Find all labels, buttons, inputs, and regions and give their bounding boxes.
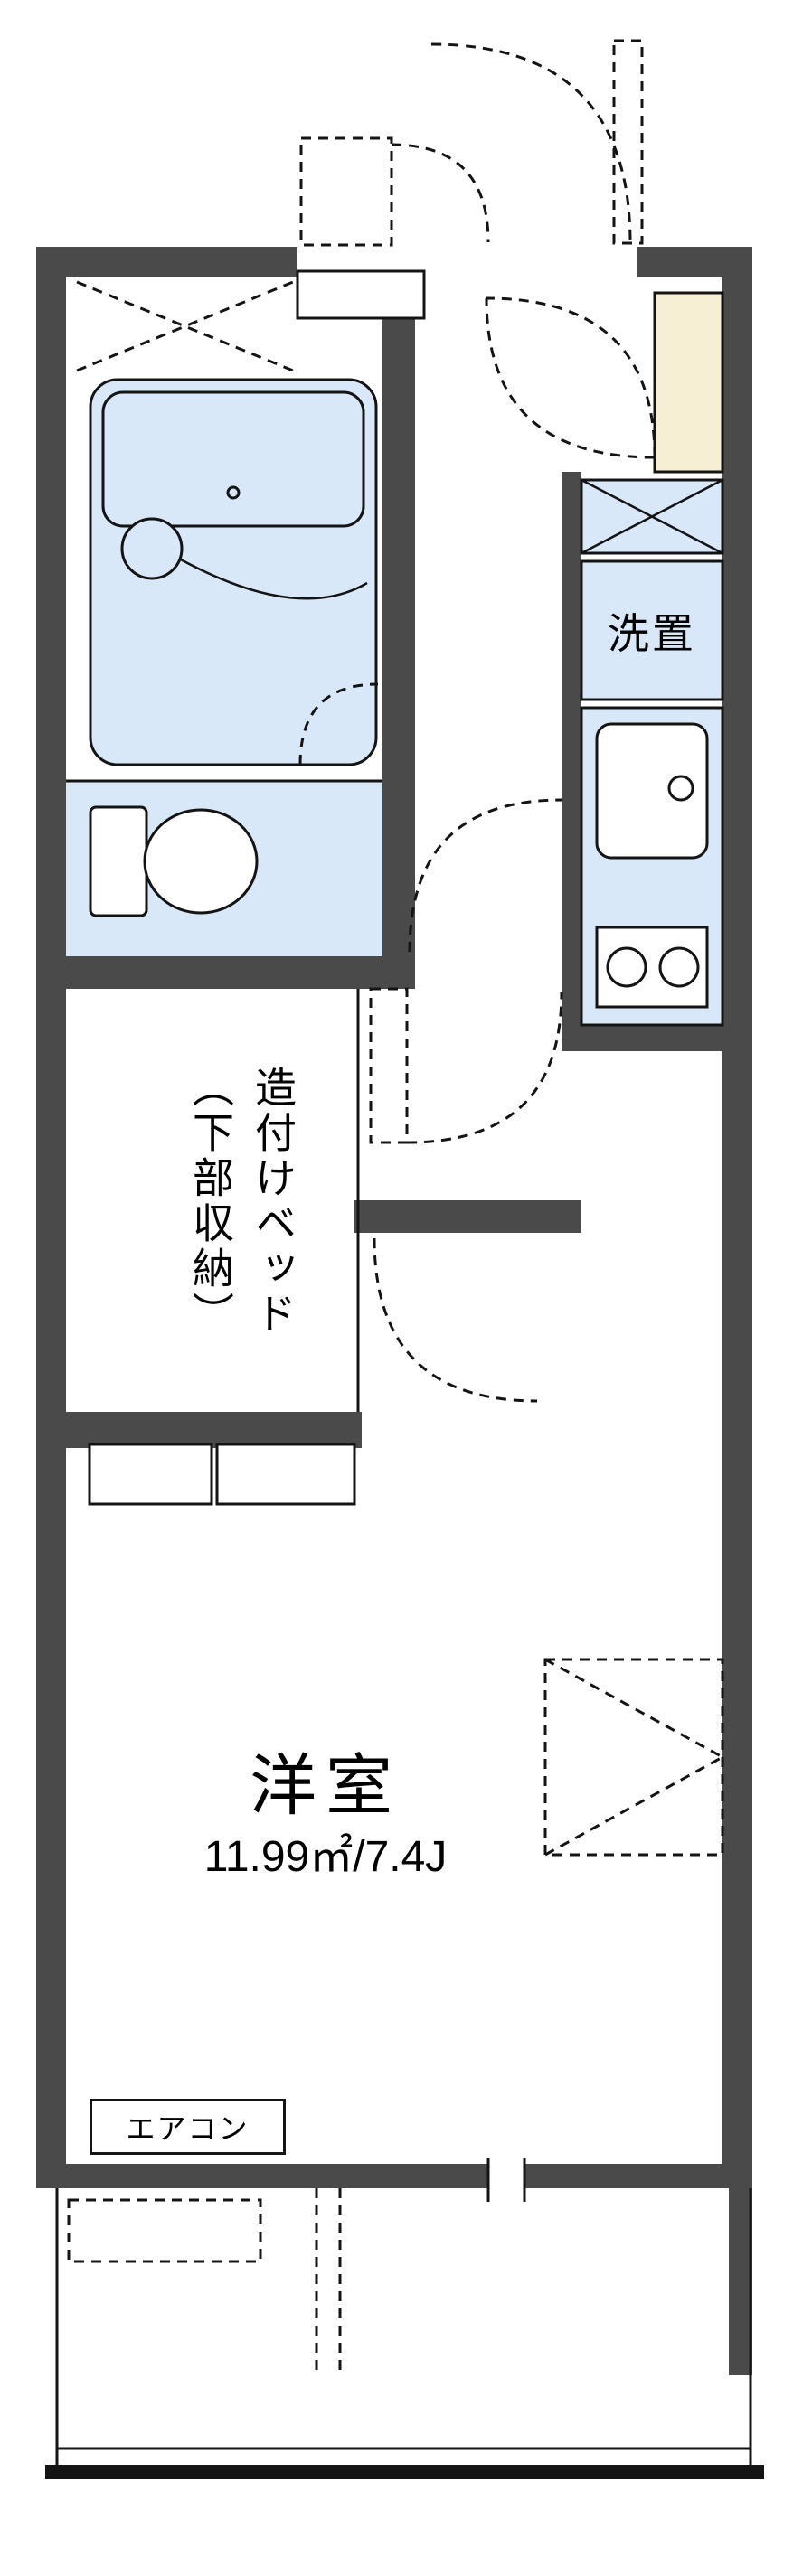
bed-room xyxy=(88,989,360,1506)
wall-top-left xyxy=(36,247,297,277)
built-in-bed-label: 造付けベッド （下部収納） xyxy=(127,998,304,1405)
corridor-doors xyxy=(369,798,563,1403)
window-hatch-diagonal xyxy=(544,1755,723,1857)
bathroom xyxy=(76,280,379,766)
bath-counter-curve xyxy=(178,557,368,600)
wash-stool-icon xyxy=(120,517,184,580)
washing-machine-space xyxy=(580,559,724,701)
bed-step-box xyxy=(88,1443,213,1506)
washer-space-label: 洗置 xyxy=(608,609,696,657)
balcony xyxy=(45,2188,764,2479)
shoe-cabinet xyxy=(653,291,724,474)
wall-kitchen-left xyxy=(562,472,581,1029)
entry-door-swing-arc xyxy=(486,296,656,458)
room-size-label: 11.99㎡/7.4J xyxy=(203,1833,448,1881)
wall-kitchen-bottom xyxy=(562,1025,752,1051)
room-name-label: 洋室 xyxy=(250,1748,401,1823)
entrance xyxy=(299,39,656,459)
wall-bed-bottom xyxy=(36,1412,362,1448)
wall-corridor-room xyxy=(354,1200,581,1233)
bath-door-swing-arc xyxy=(298,682,379,766)
walls xyxy=(36,247,752,2375)
window-hatch-dashed-box xyxy=(543,1658,724,1857)
wall-right xyxy=(722,247,752,2188)
toilet-tank-icon xyxy=(89,805,148,917)
aircon-label: エアコン xyxy=(90,2099,286,2155)
room-door-swing-arc xyxy=(373,1237,538,1403)
kitchen-sink-icon xyxy=(595,722,709,860)
wall-left xyxy=(36,247,66,2188)
entry-door-outside-arc xyxy=(430,42,632,244)
corridor-door-leaf xyxy=(369,987,409,1144)
wall-bottom-left xyxy=(36,2164,488,2188)
toilet-room xyxy=(66,779,382,956)
entry-door-swing-arc xyxy=(485,297,656,459)
balcony-dashed-box xyxy=(67,2198,262,2263)
wall-balcony-stub xyxy=(729,2188,752,2375)
porch-door-swing-arc xyxy=(391,143,490,243)
built-in-bed-label-line2: （下部収納） xyxy=(187,1066,234,1337)
balcony-rail xyxy=(45,2465,764,2479)
built-in-bed-label-line1: 造付けベッド xyxy=(250,1066,297,1337)
bath-folding-door-line xyxy=(76,280,294,372)
stove-burner-icon xyxy=(606,946,647,988)
kitchen-column xyxy=(580,291,724,1027)
wall-toilet-bedroom xyxy=(36,956,415,989)
stove-burner-icon xyxy=(658,946,700,988)
faucet-icon xyxy=(667,775,694,802)
bathtub-drain-icon xyxy=(226,485,241,500)
entry-door-leaf xyxy=(612,39,644,245)
wall-bottom-right xyxy=(524,2164,752,2188)
window-hatch-diagonal xyxy=(544,1658,723,1759)
bath-folding-door-line xyxy=(76,280,294,372)
main-room-symbols xyxy=(486,1658,724,2202)
bed-step-box xyxy=(215,1443,356,1506)
bathtub xyxy=(101,390,365,528)
wall-bath-corridor xyxy=(382,277,415,976)
toilet-bowl-icon xyxy=(143,808,259,915)
entrance-step xyxy=(296,269,426,320)
porch-storage-dashed-box xyxy=(299,136,393,247)
corridor-door-swing-arc xyxy=(406,992,563,1144)
washroom-door-swing-arc xyxy=(408,798,562,953)
crossed-box-diagonal xyxy=(581,478,723,555)
